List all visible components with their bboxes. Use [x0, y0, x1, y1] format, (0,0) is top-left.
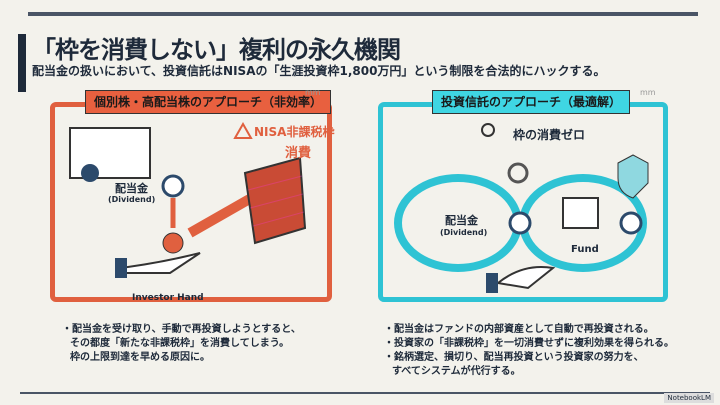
coin-icon [161, 174, 185, 198]
dividend-label: 配当金 [445, 214, 478, 227]
hand-icon [119, 252, 201, 274]
fund-label: Fund [571, 244, 599, 255]
note-line: ・配当金はファンドの内部資産として自動で再投資される。 [384, 324, 654, 335]
note-line: すべてシステムが代行する。 [392, 366, 521, 377]
hand-label: Investor Hand [132, 293, 204, 303]
seal-icon [81, 164, 99, 182]
brick-wall-icon [243, 156, 307, 245]
right-illustration [394, 123, 649, 293]
left-panel-header: 個別株・高配当株のアプローチ（非効率） [85, 90, 332, 114]
unit-label: mm [305, 88, 321, 97]
subtitle: 配当金の扱いにおいて、投資信託はNISAの「生涯投資枠1,800万円」という制限… [32, 64, 606, 78]
hand-icon [495, 266, 556, 290]
note-line: ・銘柄選定、損切り、配当再投資という投資家の努力を、 [384, 352, 644, 363]
shield-icon [617, 154, 649, 199]
bottom-ruler [20, 392, 710, 394]
note-line: その都度「新たな非課税枠」を消費してしまう。 [70, 338, 290, 349]
unit-label: mm [640, 88, 656, 97]
note-line: ・配当金を受け取り、手動で再投資しようとすると、 [62, 324, 301, 335]
right-panel-header: 投資信託のアプローチ（最適解） [432, 90, 631, 114]
nisa-label: NISA非課税枠 [254, 125, 335, 139]
top-ruler [28, 12, 698, 16]
dividend-en-label: (Dividend) [440, 228, 488, 237]
chart-icon [562, 197, 599, 229]
coin-icon [162, 232, 184, 254]
left-notes: ・配当金を受け取り、手動で再投資しようとすると、 その都度「新たな非課税枠」を消… [62, 323, 301, 365]
note-line: ・投資家の「非課税枠」を一切消費せずに複利効果を得られる。 [384, 338, 674, 349]
title-accent-bar [18, 34, 26, 92]
consumed-label: 消費 [285, 146, 312, 161]
left-illustration [69, 121, 307, 278]
zero-consumption-label: 枠の消費ゼロ [513, 128, 586, 142]
note-line: 枠の上限到達を早める原因に。 [70, 352, 210, 363]
gear-icon [507, 162, 529, 184]
page-title: 「枠を消費しない」複利の永久機関 [32, 36, 401, 64]
right-notes: ・配当金はファンドの内部資産として自動で再投資される。 ・投資家の「非課税枠」を… [384, 323, 674, 379]
dividend-label: 配当金 [115, 182, 148, 195]
gear-icon [481, 123, 495, 137]
watermark: NotebookLM [664, 393, 714, 403]
dividend-en-label: (Dividend) [108, 195, 156, 204]
warning-icon [233, 121, 253, 139]
coin-icon [619, 211, 643, 235]
coin-icon [508, 211, 532, 235]
